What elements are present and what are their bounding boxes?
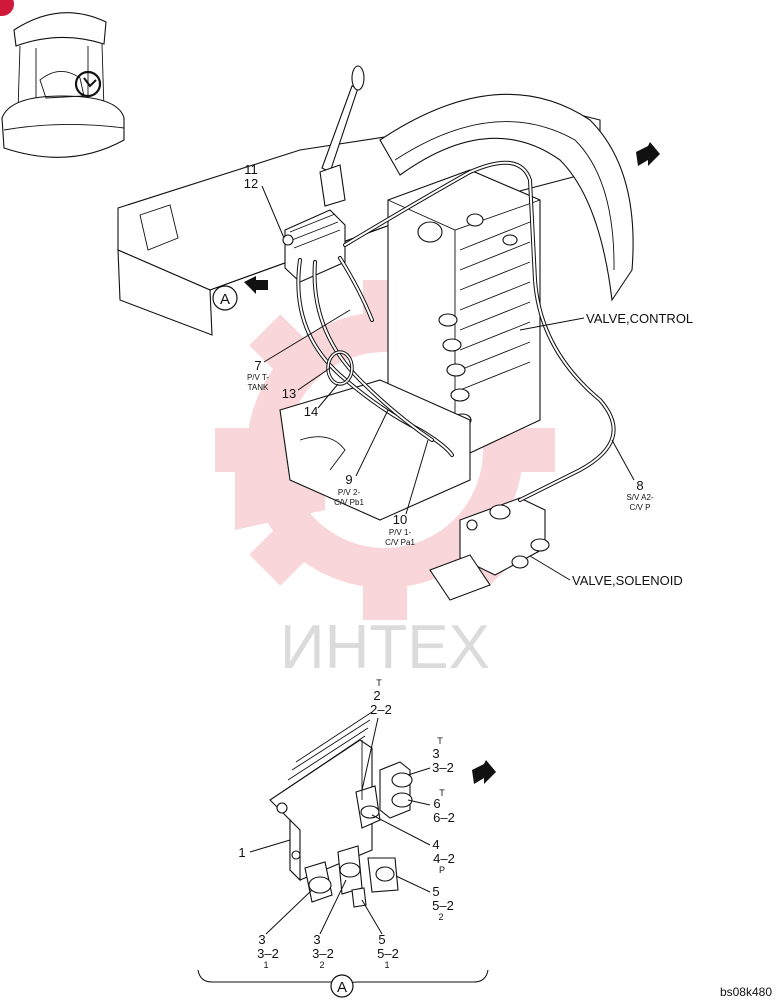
callout-13: 13: [282, 386, 296, 401]
callout-7-sub2: TANK: [248, 383, 269, 392]
detail-5-2-right: 5–2: [432, 898, 454, 913]
callout-7: 7: [254, 358, 261, 373]
detail-t-6: T: [439, 788, 445, 798]
label-valve-solenoid: VALVE,SOLENOID: [572, 573, 683, 588]
callout-14: 14: [304, 404, 318, 419]
callout-11: 11: [244, 162, 258, 177]
machine-location-thumbnail: [0, 0, 125, 158]
detail-3-a-sub: 1: [263, 960, 268, 970]
detail-5-b: 5: [378, 932, 385, 947]
detail-5-b-sub: 1: [384, 960, 389, 970]
detail-6: 6: [433, 796, 440, 811]
label-valve-control: VALVE,CONTROL: [586, 311, 693, 326]
detail-3-b: 3: [313, 932, 320, 947]
callout-10-sub1: P/V 1-: [389, 528, 412, 537]
detail-4-p: P: [439, 865, 445, 875]
detail-t-top: T: [376, 678, 382, 688]
callout-9-sub2: C/V Pb1: [334, 498, 364, 507]
callout-8-sub1: S/V A2-: [626, 493, 653, 502]
detail-3: 3: [432, 746, 439, 761]
view-marker-a-label: A: [220, 291, 230, 308]
detail-1: 1: [238, 845, 245, 860]
direction-arrow-icons: [244, 142, 660, 784]
detail-4-2: 4–2: [433, 851, 455, 866]
detail-2: 2: [373, 688, 380, 703]
detail-5-right: 5: [432, 884, 439, 899]
callout-7-sub1: P/V T-: [247, 373, 269, 382]
detail-3-2: 3–2: [432, 760, 454, 775]
document-code: bs08k480: [720, 985, 772, 999]
detail-5-2-b: 5–2: [377, 946, 399, 961]
detail-5-right-sub: 2: [438, 912, 443, 922]
main-assembly: [117, 65, 634, 601]
detail-3-2-b: 3–2: [312, 946, 334, 961]
main-callouts: 11 12 7 P/V T- TANK 13 14 9 P/V 2- C/V P…: [244, 162, 693, 588]
detail-4: 4: [432, 837, 439, 852]
hose-lines: [296, 160, 616, 502]
callout-12: 12: [244, 176, 258, 191]
detail-view-a: T 2 2–2 T 3 3–2 T 6 6–2 4 4–2 P 5 5–2 2 …: [197, 678, 489, 998]
detail-view-marker-a: A: [337, 979, 347, 996]
detail-3-b-sub: 2: [319, 960, 324, 970]
view-marker-a: A: [212, 285, 238, 311]
detail-3-2-a: 3–2: [257, 946, 279, 961]
detail-t-3: T: [437, 736, 443, 746]
detail-3-a: 3: [258, 932, 265, 947]
detail-2-2: 2–2: [370, 702, 392, 717]
callout-9: 9: [345, 472, 352, 487]
callout-8-sub2: C/V P: [630, 503, 651, 512]
callout-9-sub1: P/V 2-: [338, 488, 361, 497]
callout-10: 10: [393, 512, 407, 527]
callout-8: 8: [636, 478, 643, 493]
detail-6-2: 6–2: [433, 810, 455, 825]
callout-10-sub2: C/V Pa1: [385, 538, 415, 547]
watermark-text: ИНТЕХ: [280, 613, 490, 682]
